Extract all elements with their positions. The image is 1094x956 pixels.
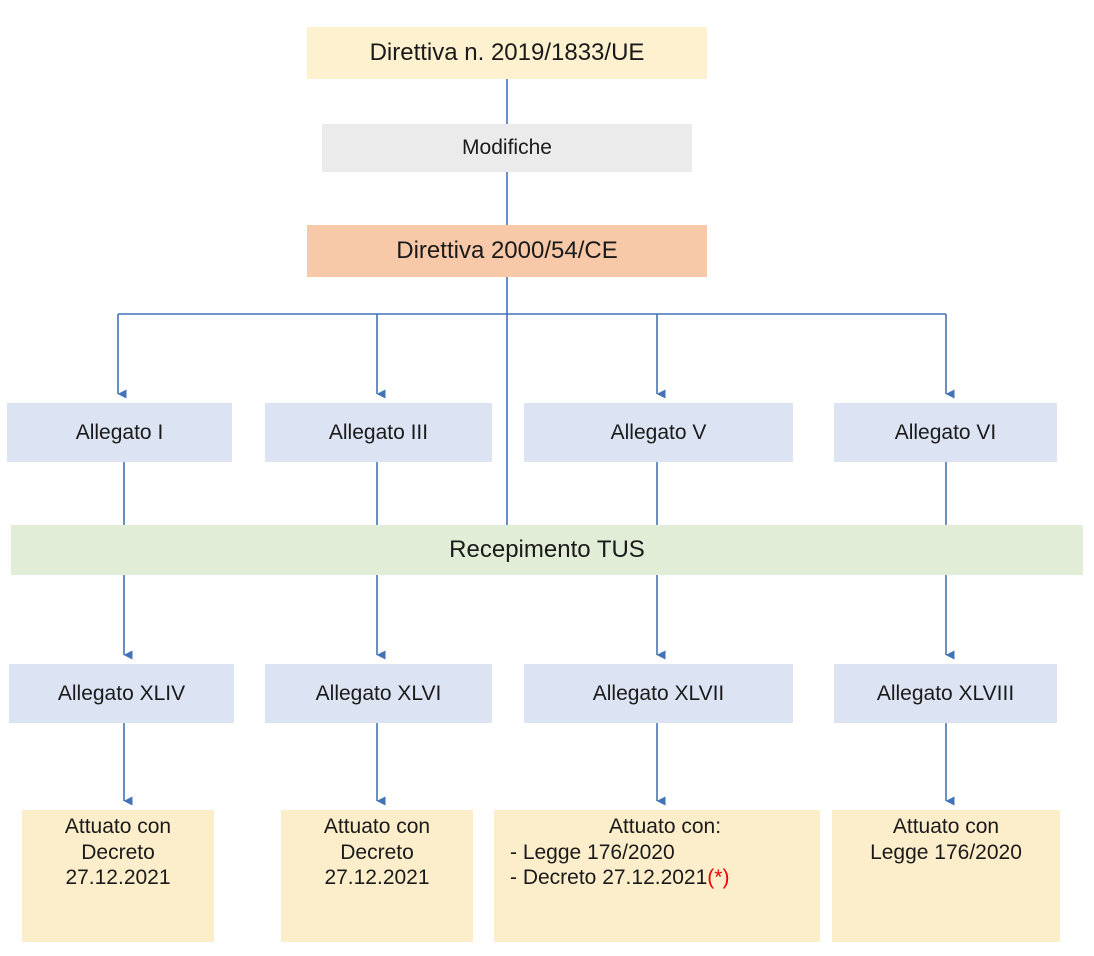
node-label: Direttiva n. 2019/1833/UE: [369, 39, 645, 67]
node-allegato-ue-3: Allegato V: [524, 403, 793, 462]
attuazione-lines: Attuato con Decreto 27.12.2021: [281, 810, 473, 891]
attuazione-line: 27.12.2021: [65, 866, 171, 890]
node-direttiva-2019-1833: Direttiva n. 2019/1833/UE: [307, 27, 707, 79]
node-label: Allegato I: [75, 420, 164, 444]
node-label: Allegato V: [610, 420, 707, 444]
node-allegato-tus-2: Allegato XLVI: [265, 664, 492, 723]
node-label: Allegato III: [328, 420, 429, 444]
attuazione-line: Attuato con: [892, 815, 1000, 838]
attuazione-list-item-text: - Decreto 27.12.2021: [510, 866, 708, 890]
node-direttiva-2000-54: Direttiva 2000/54/CE: [307, 225, 707, 277]
attuazione-line: Attuato con: [323, 815, 431, 838]
node-allegato-tus-4: Allegato XLVIII: [834, 664, 1057, 723]
node-allegato-tus-3: Allegato XLVII: [524, 664, 793, 723]
attuazione-line: Legge 176/2020: [870, 840, 1022, 864]
attuazione-lines: Attuato con Decreto 27.12.2021: [22, 810, 214, 891]
attuazione-lines: Attuato con Legge 176/2020: [832, 810, 1060, 865]
node-allegato-ue-2: Allegato III: [265, 403, 492, 462]
node-label: Modifiche: [462, 136, 552, 160]
attuazione-line: Attuato con: [64, 815, 172, 838]
node-label: Allegato XLIV: [57, 681, 186, 705]
node-label: Allegato XLVII: [592, 681, 725, 705]
node-label: Recepimento TUS: [449, 536, 645, 564]
attuazione-list-item: - Decreto 27.12.2021(*): [510, 865, 729, 891]
node-allegato-ue-1: Allegato I: [7, 403, 232, 462]
attuazione-lines: Attuato con: - Legge 176/2020 - Decreto …: [494, 810, 820, 891]
node-label: Allegato XLVIII: [876, 681, 1015, 705]
attuazione-list-item: - Legge 176/2020: [510, 840, 675, 864]
node-allegato-tus-1: Allegato XLIV: [9, 664, 234, 723]
node-attuazione-1: Attuato con Decreto 27.12.2021: [22, 810, 214, 942]
node-attuazione-3: Attuato con: - Legge 176/2020 - Decreto …: [494, 810, 820, 942]
attuazione-lead: Attuato con:: [608, 815, 722, 838]
node-attuazione-4: Attuato con Legge 176/2020: [832, 810, 1060, 942]
node-recepimento-tus: Recepimento TUS: [11, 525, 1083, 575]
attuazione-line: 27.12.2021: [324, 866, 430, 890]
node-modifiche: Modifiche: [322, 124, 692, 172]
node-attuazione-2: Attuato con Decreto 27.12.2021: [281, 810, 473, 942]
node-label: Allegato XLVI: [315, 681, 442, 705]
node-label: Direttiva 2000/54/CE: [396, 237, 618, 265]
asterisk-note: (*): [707, 866, 730, 890]
node-label: Allegato VI: [894, 420, 997, 444]
attuazione-line: Decreto: [340, 840, 414, 864]
node-allegato-ue-4: Allegato VI: [834, 403, 1057, 462]
attuazione-line: Decreto: [81, 840, 155, 864]
